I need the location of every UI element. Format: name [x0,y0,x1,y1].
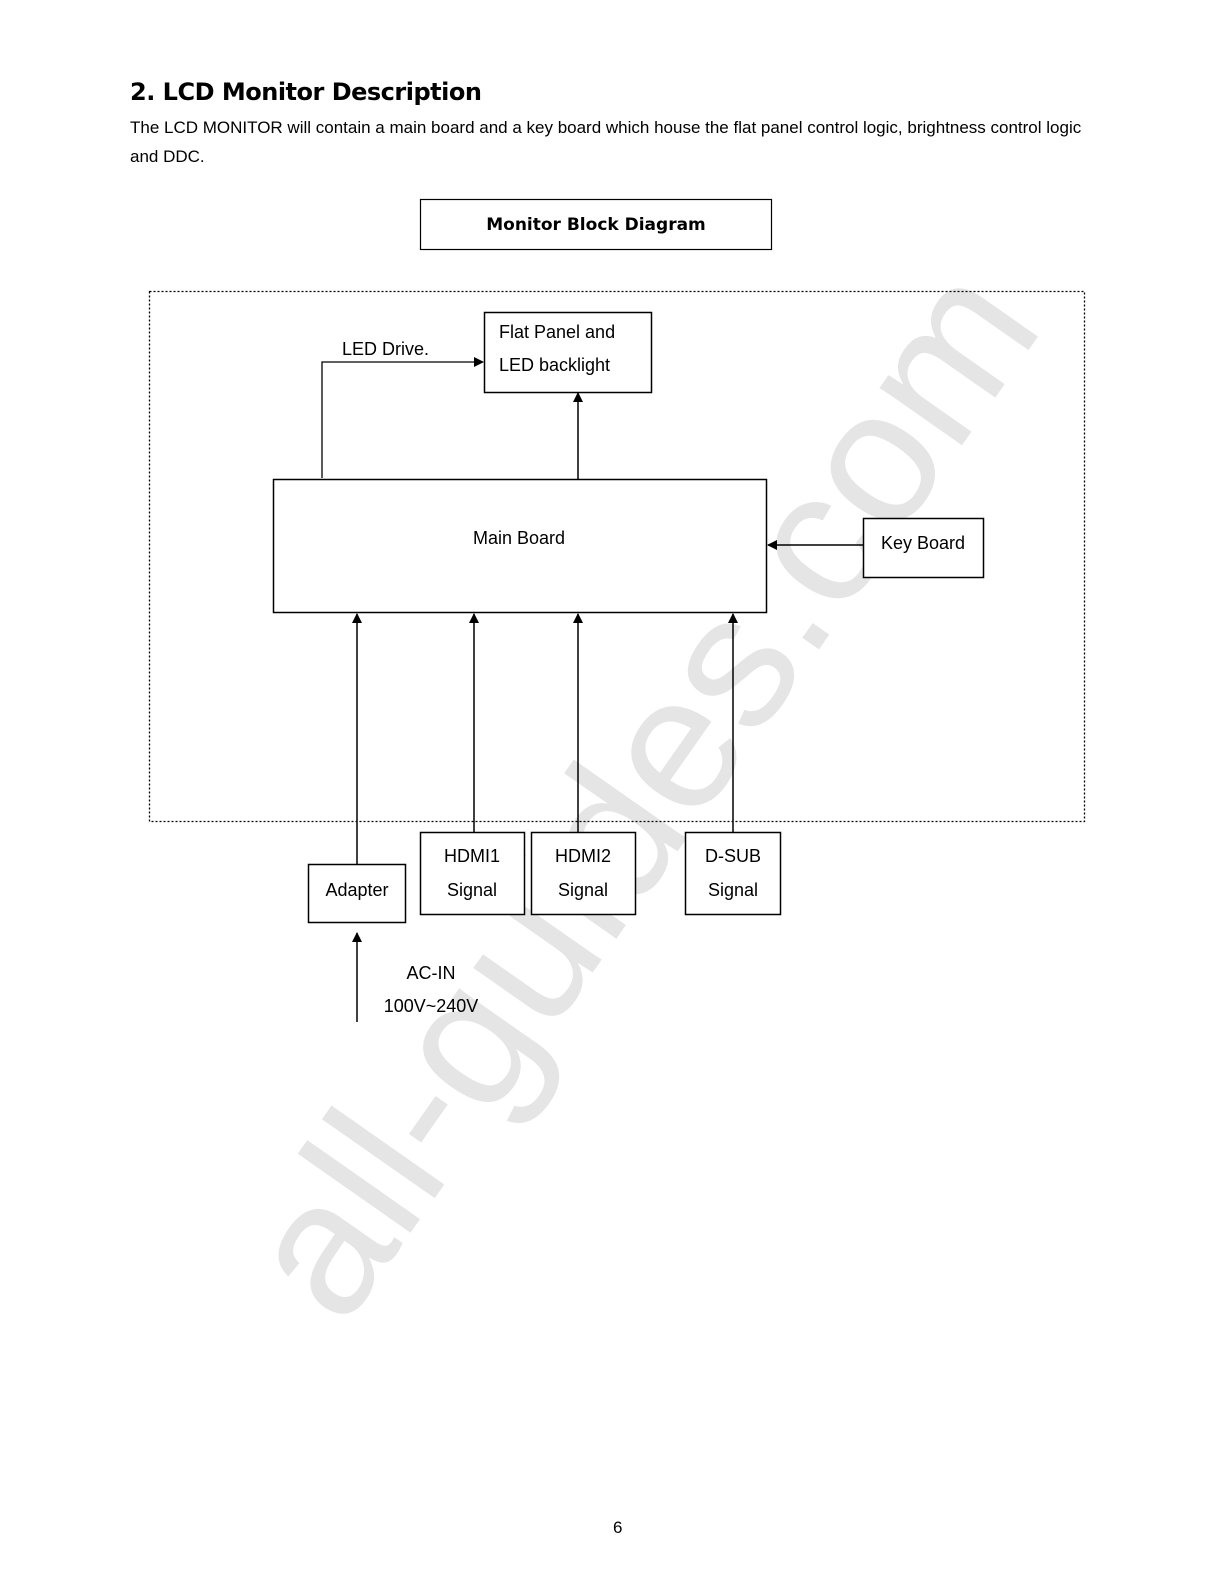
page-number: 6 [613,1518,623,1537]
ac-in-label: AC-IN [407,963,456,983]
led-drive-label: LED Drive. [342,339,429,359]
svg-text:Signal: Signal [447,880,497,900]
svg-text:Adapter: Adapter [325,880,388,900]
main-board-box: Main Board [272,478,768,614]
hdmi2-box: HDMI2 Signal [530,831,637,916]
svg-text:Flat Panel and: Flat Panel and [499,322,615,342]
diagram-title: Monitor Block Diagram [486,215,706,235]
description-paragraph: The LCD MONITOR will contain a main boar… [130,118,1082,166]
dsub-box: D-SUB Signal [684,831,782,916]
svg-text:Key Board: Key Board [881,533,965,553]
svg-text:Signal: Signal [558,880,608,900]
svg-text:LED backlight: LED backlight [499,355,610,375]
adapter-box: Adapter [307,863,407,924]
svg-text:D-SUB: D-SUB [705,846,761,866]
svg-text:HDMI1: HDMI1 [444,846,500,866]
monitor-boundary [148,290,1086,823]
hdmi1-box: HDMI1 Signal [419,831,526,916]
led-drive-arrow [321,357,484,478]
voltage-label: 100V~240V [384,996,479,1016]
svg-text:Signal: Signal [708,880,758,900]
key-board-box: Key Board [862,517,985,579]
diagram-title-box: Monitor Block Diagram [419,198,773,251]
svg-text:Main Board: Main Board [473,528,565,548]
section-heading: 2. LCD Monitor Description [130,78,482,106]
svg-text:HDMI2: HDMI2 [555,846,611,866]
flat-panel-box: Flat Panel and LED backlight [483,311,653,394]
